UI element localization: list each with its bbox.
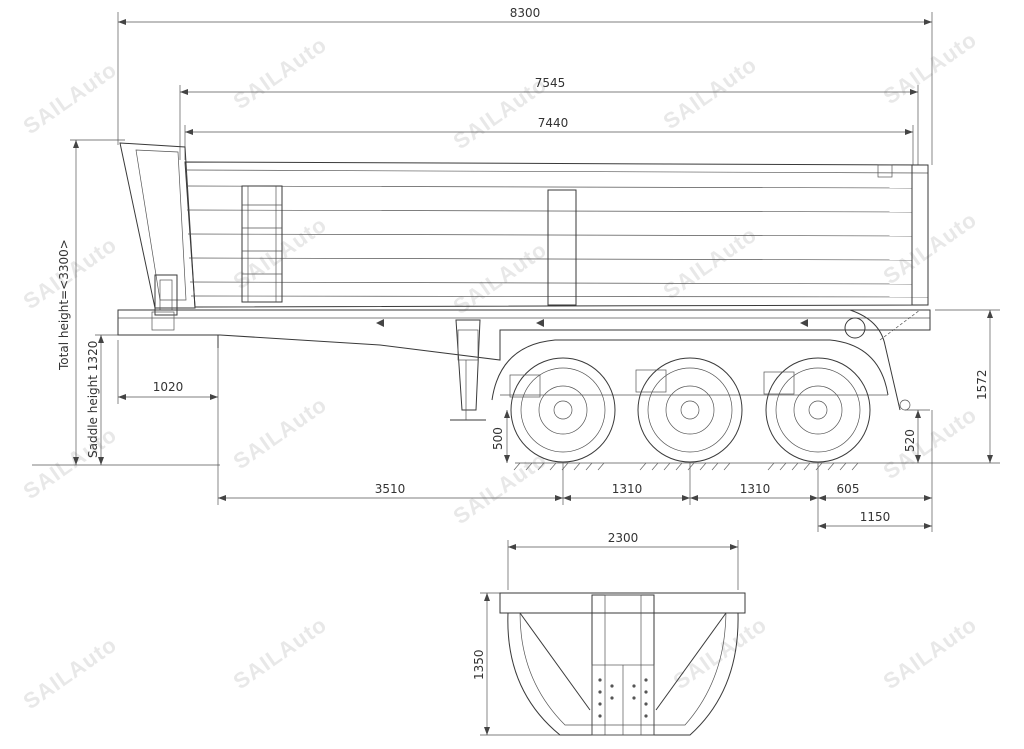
watermark: SAILAuto [659, 222, 762, 305]
dim-axle-spacing-1: 1310 [612, 482, 643, 496]
dim-front-overhang: 1020 [153, 380, 184, 394]
watermark: SAILAuto [229, 32, 332, 115]
hinge-bolts [598, 678, 648, 718]
dim-body-length-outer: 7545 [535, 76, 566, 90]
axle-dimensions: 3510 1310 1310 605 1150 500 520 1572 [217, 309, 1000, 532]
dim-total-height: Total height=<3300> [57, 239, 71, 371]
watermark: SAILAuto [229, 212, 332, 295]
watermark: SAILAuto [879, 402, 982, 485]
top-dimensions: 8300 7545 7440 [117, 6, 933, 165]
wheel-axle-2 [635, 357, 743, 463]
dim-body-length-inner: 7440 [538, 116, 569, 130]
watermark: SAILAuto [229, 612, 332, 695]
watermark: SAILAuto [879, 612, 982, 695]
dim-overall-length: 8300 [510, 6, 541, 20]
dim-wheel-center-height: 500 [491, 427, 505, 450]
dim-saddle-height: Saddle height 1320 [86, 341, 100, 458]
ground-hatch [513, 462, 870, 471]
dim-body-height: 1350 [472, 649, 486, 680]
watermark: SAILAuto [449, 447, 552, 530]
dim-rear-axle-to-end: 605 [837, 482, 860, 496]
watermark: SAILAuto [19, 422, 122, 505]
dim-width: 2300 [608, 531, 639, 545]
dim-platform-height: 1572 [975, 369, 989, 400]
wheel-axle-1 [509, 357, 616, 463]
watermark: SAILAuto [19, 632, 122, 715]
trailer-rear-view: 2300 1350 [472, 531, 746, 736]
left-dimensions: Total height=<3300> Saddle height 1320 [32, 139, 220, 466]
trailer-side-view [117, 142, 931, 471]
dim-kingpin-to-axle: 3510 [375, 482, 406, 496]
watermark: SAILAuto [229, 392, 332, 475]
front-overhang-dimension: 1020 [117, 340, 218, 404]
watermark: SAILAuto [659, 52, 762, 135]
wheel-axle-3 [763, 357, 871, 463]
watermark: SAILAuto [879, 207, 982, 290]
watermark: SAILAuto [19, 57, 122, 140]
dim-rear-ground-clearance: 520 [903, 429, 917, 452]
dim-axle-spacing-2: 1310 [740, 482, 771, 496]
dim-rear-overhang: 1150 [860, 510, 891, 524]
watermark: SAILAuto [879, 27, 982, 110]
watermark: SAILAuto [669, 612, 772, 695]
